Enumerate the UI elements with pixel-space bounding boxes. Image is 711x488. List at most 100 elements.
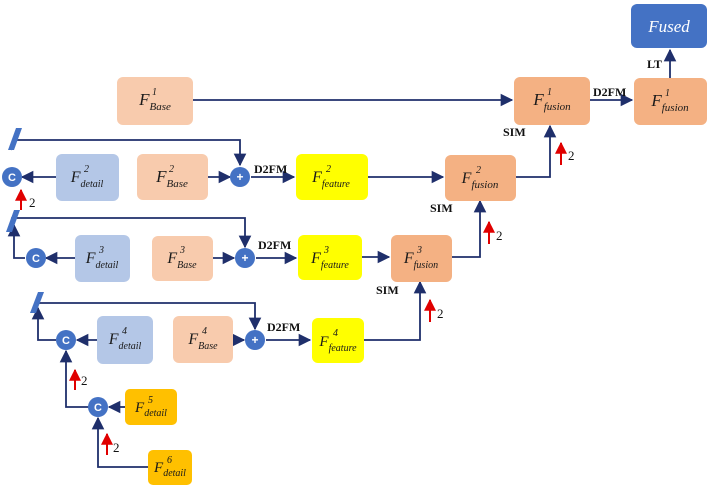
box-feature2: Ffeature 2 bbox=[296, 154, 368, 200]
box-base2-bg bbox=[137, 154, 208, 200]
plus-node-2-circle bbox=[230, 167, 250, 187]
box-base3-sub: Base bbox=[177, 260, 197, 271]
plus-node-2-label: + bbox=[236, 170, 243, 184]
upsample-label-2: 2 bbox=[496, 228, 503, 243]
box-detail4-bg bbox=[97, 316, 153, 364]
box-fusion2-sup: 2 bbox=[476, 165, 481, 176]
box-detail3: Fdetail 3 bbox=[75, 235, 130, 282]
concat-node-3: C bbox=[26, 248, 46, 268]
concat-node-4-circle bbox=[56, 330, 76, 350]
concat-node-5-circle bbox=[88, 397, 108, 417]
box-fusion1-output: Ffusion 1 bbox=[634, 78, 707, 125]
box-fusion1-symbol: F bbox=[532, 90, 544, 109]
box-fusion3: Ffusion 3 bbox=[391, 235, 452, 282]
box-feature3-sup: 3 bbox=[323, 245, 329, 256]
concat-node-2: C bbox=[2, 167, 22, 187]
box-detail3-sub: detail bbox=[96, 260, 119, 271]
box-fusion2-bg bbox=[445, 155, 516, 201]
d2fm-label-4: D2FM bbox=[267, 320, 300, 334]
box-base1: FBase 1 bbox=[117, 77, 193, 125]
branch-marker-2 bbox=[6, 210, 20, 232]
concat-node-4-label: C bbox=[62, 335, 70, 347]
upsample-label-c4: 2 bbox=[81, 373, 88, 388]
edge-fusion2-fusion1 bbox=[516, 124, 557, 178]
box-base1-bg bbox=[117, 77, 193, 125]
box-detail6-sup: 6 bbox=[167, 455, 172, 466]
box-detail2-symbol: F bbox=[70, 169, 81, 186]
box-base2-symbol: F bbox=[155, 167, 167, 186]
box-fusion1-output-sup: 1 bbox=[665, 88, 670, 99]
edge-feature4-fusion3 bbox=[364, 280, 427, 341]
box-feature3: Ffeature 3 bbox=[298, 235, 362, 280]
sim-label-3: SIM bbox=[376, 283, 399, 297]
box-feature4-sup: 4 bbox=[333, 328, 338, 339]
box-base1-sub: Base bbox=[150, 101, 172, 113]
box-fusion2: Ffusion 2 bbox=[445, 155, 516, 201]
box-detail5-symbol: F bbox=[134, 400, 145, 416]
box-base4-symbol: F bbox=[187, 331, 198, 348]
sim-label-2: SIM bbox=[430, 201, 453, 215]
concat-node-4: C bbox=[56, 330, 76, 350]
upsample-label-c2: 2 bbox=[29, 195, 36, 210]
svg-text:Ffusion: Ffusion bbox=[461, 170, 499, 191]
box-detail6-symbol: F bbox=[153, 460, 164, 476]
box-feature4-bg bbox=[312, 318, 364, 363]
box-base2: FBase 2 bbox=[137, 154, 208, 200]
box-base1-symbol: F bbox=[138, 90, 150, 109]
svg-text:Fdetail: Fdetail bbox=[85, 250, 119, 271]
branch-markers bbox=[6, 128, 44, 313]
box-feature4-sub: feature bbox=[329, 343, 358, 354]
d2fm-label-top: D2FM bbox=[593, 85, 626, 99]
svg-text:Ffusion: Ffusion bbox=[532, 90, 571, 113]
box-feature4-symbol: F bbox=[318, 334, 329, 350]
upsample-label-3: 2 bbox=[437, 306, 444, 321]
concat-node-3-circle bbox=[26, 248, 46, 268]
box-detail2-sub: detail bbox=[81, 179, 104, 190]
box-base4-sup: 4 bbox=[202, 326, 207, 337]
plus-node-3-circle bbox=[235, 248, 255, 268]
edge-detail6-c5 bbox=[91, 416, 148, 468]
box-base4: FBase 4 bbox=[173, 316, 233, 363]
upsample-label-c5: 2 bbox=[113, 440, 120, 455]
box-detail5-sub: detail bbox=[144, 408, 167, 419]
edge-c4-up bbox=[31, 306, 56, 341]
box-detail2: Fdetail 2 bbox=[56, 154, 119, 201]
box-fusion3-bg bbox=[391, 235, 452, 282]
box-fusion1-output-symbol: F bbox=[650, 91, 662, 110]
box-detail2-bg bbox=[56, 154, 119, 201]
concat-node-3-label: C bbox=[32, 253, 40, 265]
box-fusion1-output-bg bbox=[634, 78, 707, 125]
lt-label: LT bbox=[647, 57, 662, 71]
box-fusion1-sub: fusion bbox=[544, 101, 571, 113]
d2fm-label-2: D2FM bbox=[254, 162, 287, 176]
box-feature3-symbol: F bbox=[310, 250, 321, 267]
plus-node-4: + bbox=[245, 330, 265, 350]
box-feature2-symbol: F bbox=[311, 169, 322, 186]
box-fused-bg bbox=[631, 4, 707, 48]
branch-marker-3 bbox=[30, 292, 44, 313]
box-detail6: Fdetail 6 bbox=[148, 450, 192, 485]
box-detail4: Fdetail 4 bbox=[97, 316, 153, 364]
box-feature2-bg bbox=[296, 154, 368, 200]
box-fusion3-sub: fusion bbox=[414, 260, 438, 271]
operation-labels: LT D2FM D2FM D2FM D2FM SIM SIM SIM bbox=[254, 57, 662, 334]
box-feature3-bg bbox=[298, 235, 362, 280]
box-feature3-sub: feature bbox=[321, 260, 350, 271]
concat-node-2-label: C bbox=[8, 172, 16, 184]
box-fusion1: Ffusion 1 bbox=[514, 77, 590, 125]
upsample-label-1: 2 bbox=[568, 148, 575, 163]
svg-text:Fdetail: Fdetail bbox=[70, 169, 104, 190]
plus-node-3: + bbox=[235, 248, 255, 268]
plus-nodes: + + + bbox=[230, 167, 265, 350]
svg-text:Ffusion: Ffusion bbox=[403, 250, 438, 271]
box-fusion2-sub: fusion bbox=[471, 179, 498, 191]
box-fusion1-output-sub: fusion bbox=[662, 102, 689, 114]
svg-text:Ffusion: Ffusion bbox=[650, 91, 689, 114]
svg-text:Ffeature: Ffeature bbox=[311, 169, 350, 190]
svg-text:FBase: FBase bbox=[138, 90, 171, 113]
box-feature4: Ffeature 4 bbox=[312, 318, 364, 363]
plus-node-2: + bbox=[230, 167, 250, 187]
concat-node-2-circle bbox=[2, 167, 22, 187]
box-detail5-bg bbox=[125, 389, 177, 425]
